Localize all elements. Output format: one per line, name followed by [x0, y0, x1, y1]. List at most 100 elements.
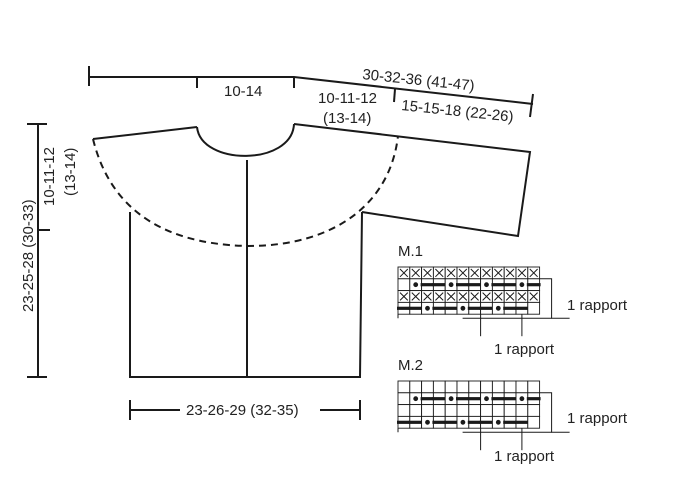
bar-symbol: [444, 306, 458, 310]
chart-cell: [491, 404, 505, 417]
dot-symbol: [460, 305, 466, 311]
bar-symbol: [503, 420, 517, 424]
cross-symbol: [435, 292, 444, 301]
chart-cell: [527, 301, 541, 315]
cross-symbol: [411, 292, 420, 301]
chart-cell: [491, 380, 505, 394]
cross-symbol: [482, 292, 491, 301]
chart-m1-grid: [397, 266, 570, 337]
dot-symbol: [495, 305, 501, 311]
chart-m1-repeat-bottom: 1 rapport: [494, 341, 555, 358]
neck-width-label: 10-14: [224, 83, 262, 100]
bar-symbol: [467, 283, 482, 287]
chart-cell: [456, 404, 470, 417]
chart-cell: [397, 392, 411, 406]
shoulder-label-a: 10-11-12: [318, 90, 377, 107]
bar-symbol: [479, 306, 494, 310]
bottom-dimension: [129, 400, 361, 420]
chart-cell: [432, 404, 446, 417]
yoke-depth-label-a: 10-11-12: [41, 147, 58, 206]
cross-symbol: [517, 268, 527, 278]
chart-cell: [421, 380, 434, 394]
top-tick-right: [529, 93, 534, 118]
shoulder-label-b: (13-14): [323, 110, 371, 127]
bar-symbol: [432, 397, 447, 401]
bar-symbol: [432, 283, 447, 287]
bar-symbol: [515, 306, 529, 310]
chart-cell: [480, 380, 493, 394]
bar-symbol: [503, 283, 517, 287]
cross-symbol: [470, 292, 479, 301]
bar-symbol: [503, 397, 517, 401]
dot-symbol: [413, 396, 419, 402]
cross-symbol: [529, 292, 538, 301]
top-tick-shoulder: [393, 88, 396, 103]
bar-symbol: [467, 420, 482, 424]
dot-symbol: [460, 419, 466, 425]
bar-symbol: [456, 283, 470, 287]
cross-symbol: [505, 268, 515, 278]
chart-cell: [527, 380, 541, 394]
chart-cell: [432, 380, 446, 394]
cross-symbol: [423, 292, 432, 301]
cross-symbol: [399, 292, 409, 301]
chart-cell: [503, 380, 517, 394]
cross-symbol: [411, 268, 420, 278]
sleeve-length-label: 15-15-18 (22-26): [401, 97, 515, 126]
cross-symbol: [517, 292, 527, 301]
bar-symbol: [467, 397, 482, 401]
cross-symbol: [482, 268, 491, 278]
chart-cell: [503, 404, 517, 417]
chart-m2-repeat-bottom: 1 rapport: [494, 448, 555, 465]
dot-symbol: [425, 305, 430, 311]
chart-cell: [444, 404, 458, 417]
bar-symbol: [432, 306, 447, 310]
bar-symbol: [420, 397, 435, 401]
bar-symbol: [456, 397, 470, 401]
bar-symbol: [408, 420, 423, 424]
chart-m2-repeat-right: 1 rapport: [567, 410, 628, 427]
bar-symbol: [397, 306, 411, 310]
dot-symbol: [484, 282, 489, 288]
top-dimension: [88, 66, 534, 118]
bar-symbol: [479, 420, 494, 424]
dot-symbol: [448, 396, 454, 402]
cross-symbol: [399, 268, 409, 278]
dot-symbol: [413, 282, 419, 288]
bar-symbol: [432, 420, 447, 424]
cross-symbol: [529, 268, 538, 278]
bar-symbol: [503, 306, 517, 310]
bar-symbol: [420, 283, 435, 287]
bar-symbol: [467, 306, 482, 310]
cross-symbol: [446, 268, 456, 278]
cross-symbol: [423, 268, 432, 278]
left-dimension: [27, 123, 50, 378]
chart-m1-title: M.1: [398, 243, 423, 260]
bar-symbol: [408, 306, 423, 310]
chart-cell: [515, 404, 529, 417]
cross-symbol: [458, 268, 468, 278]
chart-cell: [456, 380, 470, 394]
right-sleeve-top-line: [293, 123, 532, 238]
chart-cell: [515, 380, 529, 394]
dot-symbol: [495, 419, 501, 425]
chart-cell: [397, 380, 411, 394]
chart-cell: [409, 404, 423, 417]
chart-cell: [397, 278, 411, 292]
cross-symbol: [435, 268, 444, 278]
neck-curve: [196, 123, 295, 157]
chart-cell: [444, 380, 458, 394]
chart-m2-grid: [397, 380, 570, 451]
chart-cell: [468, 404, 482, 417]
bar-symbol: [491, 283, 506, 287]
garment-outline: [92, 123, 532, 378]
chart-cell: [397, 404, 411, 417]
chart-cell: [421, 404, 434, 417]
bar-symbol: [515, 420, 529, 424]
repeat-bracket-right: [539, 392, 570, 433]
dot-symbol: [425, 419, 430, 425]
bar-symbol: [397, 420, 411, 424]
dot-symbol: [448, 282, 454, 288]
